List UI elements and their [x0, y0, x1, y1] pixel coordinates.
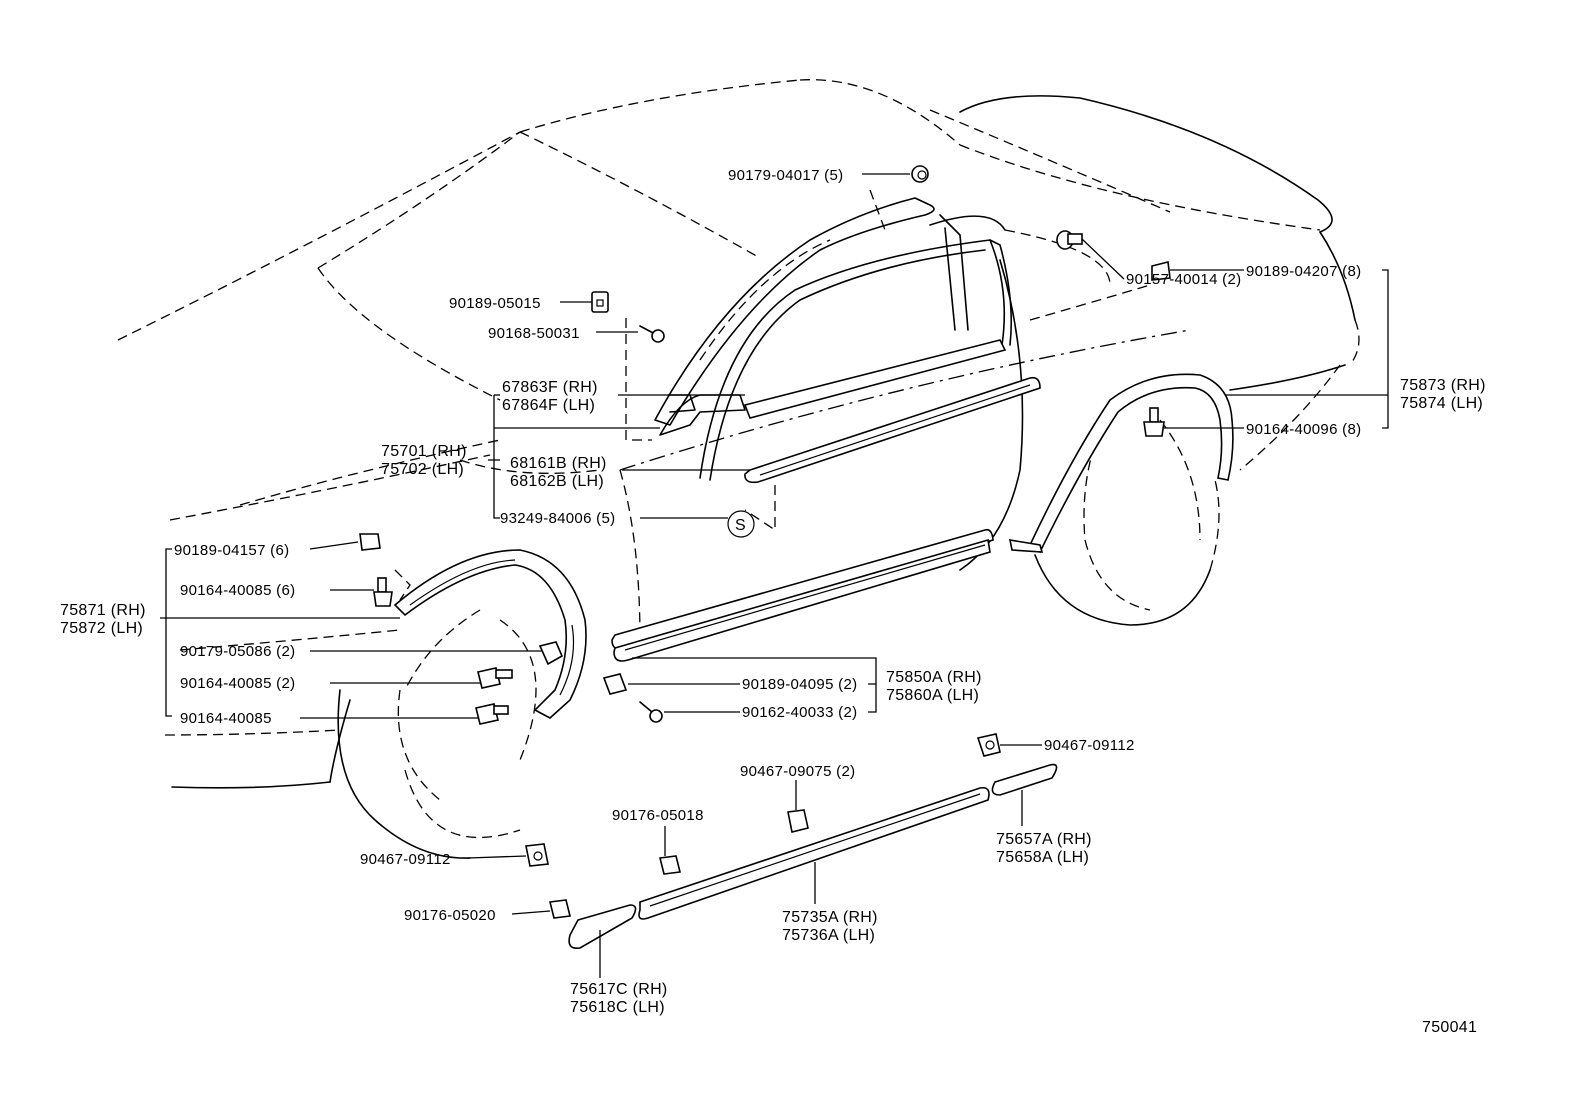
- clip-90467-09112-right: [976, 733, 1001, 757]
- clip-90189-05015: [591, 291, 609, 313]
- label-75850A: 75850A (RH): [886, 669, 982, 686]
- label-90179-05086: 90179-05086 (2): [180, 643, 295, 660]
- label-90164-40085-6: 90164-40085 (6): [180, 582, 295, 599]
- label-68161B: 68161B (RH): [510, 455, 607, 472]
- part-labels: 90179-04017 (5) 90157-40014 (2) 90189-05…: [60, 167, 1486, 1016]
- bolt-90164-40085-6: [373, 569, 411, 607]
- front-fender-flare: [393, 549, 587, 719]
- label-90164-40096: 90164-40096 (8): [1246, 421, 1361, 438]
- label-75617C: 75617C (RH): [570, 981, 668, 998]
- label-90164-40085-2: 90164-40085 (2): [180, 675, 295, 692]
- label-90168-50031: 90168-50031: [488, 325, 580, 342]
- screw-90168-50031: [639, 325, 665, 343]
- label-75871: 75871 (RH): [60, 602, 146, 619]
- clip-90189-04207: [1151, 261, 1171, 281]
- label-90179-04017: 90179-04017 (5): [728, 167, 843, 184]
- leader-lines: [160, 173, 1389, 978]
- label-67863F: 67863F (RH): [502, 379, 598, 396]
- label-75873: 75873 (RH): [1400, 377, 1486, 394]
- label-90176-05018: 90176-05018: [612, 807, 704, 824]
- label-75872: 75872 (LH): [60, 620, 143, 637]
- screw-90157-40014: [1056, 230, 1083, 250]
- label-90189-04157: 90189-04157 (6): [174, 542, 289, 559]
- label-90467-09112-left: 90467-09112: [360, 851, 451, 868]
- label-90189-04095: 90189-04095 (2): [742, 676, 857, 693]
- label-90176-05020: 90176-05020: [404, 907, 496, 924]
- clip-90189-04095: [602, 673, 628, 695]
- label-68162B: 68162B (LH): [510, 473, 604, 490]
- clip-90189-04157: [359, 533, 381, 551]
- nut-90176-05020: [549, 899, 571, 919]
- car-body-outline: [117, 79, 1360, 859]
- side-moldings-lower: [568, 763, 1058, 950]
- label-75860A: 75860A (LH): [886, 687, 979, 704]
- label-90189-05015: 90189-05015: [449, 295, 541, 312]
- label-67864F: 67864F (LH): [502, 397, 595, 414]
- label-93249-84006: 93249-84006 (5): [500, 510, 615, 527]
- drawing-number: 750041: [1422, 1019, 1477, 1036]
- label-90467-09075: 90467-09075 (2): [740, 763, 855, 780]
- label-90467-09112-right: 90467-09112: [1044, 737, 1135, 754]
- bolt-90164-40085-2: [477, 667, 513, 689]
- label-75701: 75701 (RH): [381, 443, 467, 460]
- nut-90179-04017: [911, 165, 929, 183]
- label-75735A: 75735A (RH): [782, 909, 878, 926]
- label-90157-40014: 90157-40014 (2): [1126, 271, 1241, 288]
- bolt-90164-40085: [475, 703, 509, 725]
- clip-90467-09075: [787, 809, 809, 833]
- label-75702: 75702 (LH): [381, 461, 464, 478]
- window-frame-moldings: [654, 189, 1041, 532]
- nut-90176-05018: [659, 855, 681, 875]
- nut-90179-05086: [538, 641, 564, 666]
- clip-90467-09112-left: [525, 843, 549, 867]
- label-75618C: 75618C (LH): [570, 999, 665, 1016]
- bolt-90164-40096: [1143, 407, 1165, 437]
- label-90162-40033: 90162-40033 (2): [742, 704, 857, 721]
- fasteners: [359, 165, 1171, 919]
- rocker-molding: [611, 528, 994, 662]
- label-75874: 75874 (LH): [1400, 395, 1483, 412]
- rear-fender-flare: [1008, 373, 1234, 554]
- screw-90162-40033: [639, 701, 663, 723]
- label-90164-40085: 90164-40085: [180, 710, 272, 727]
- label-75736A: 75736A (LH): [782, 927, 875, 944]
- s-clip-marker: [727, 510, 755, 538]
- label-75658A: 75658A (LH): [996, 849, 1089, 866]
- label-75657A: 75657A (RH): [996, 831, 1092, 848]
- label-90189-04207: 90189-04207 (8): [1246, 263, 1361, 280]
- label-s-marker: S: [735, 517, 746, 534]
